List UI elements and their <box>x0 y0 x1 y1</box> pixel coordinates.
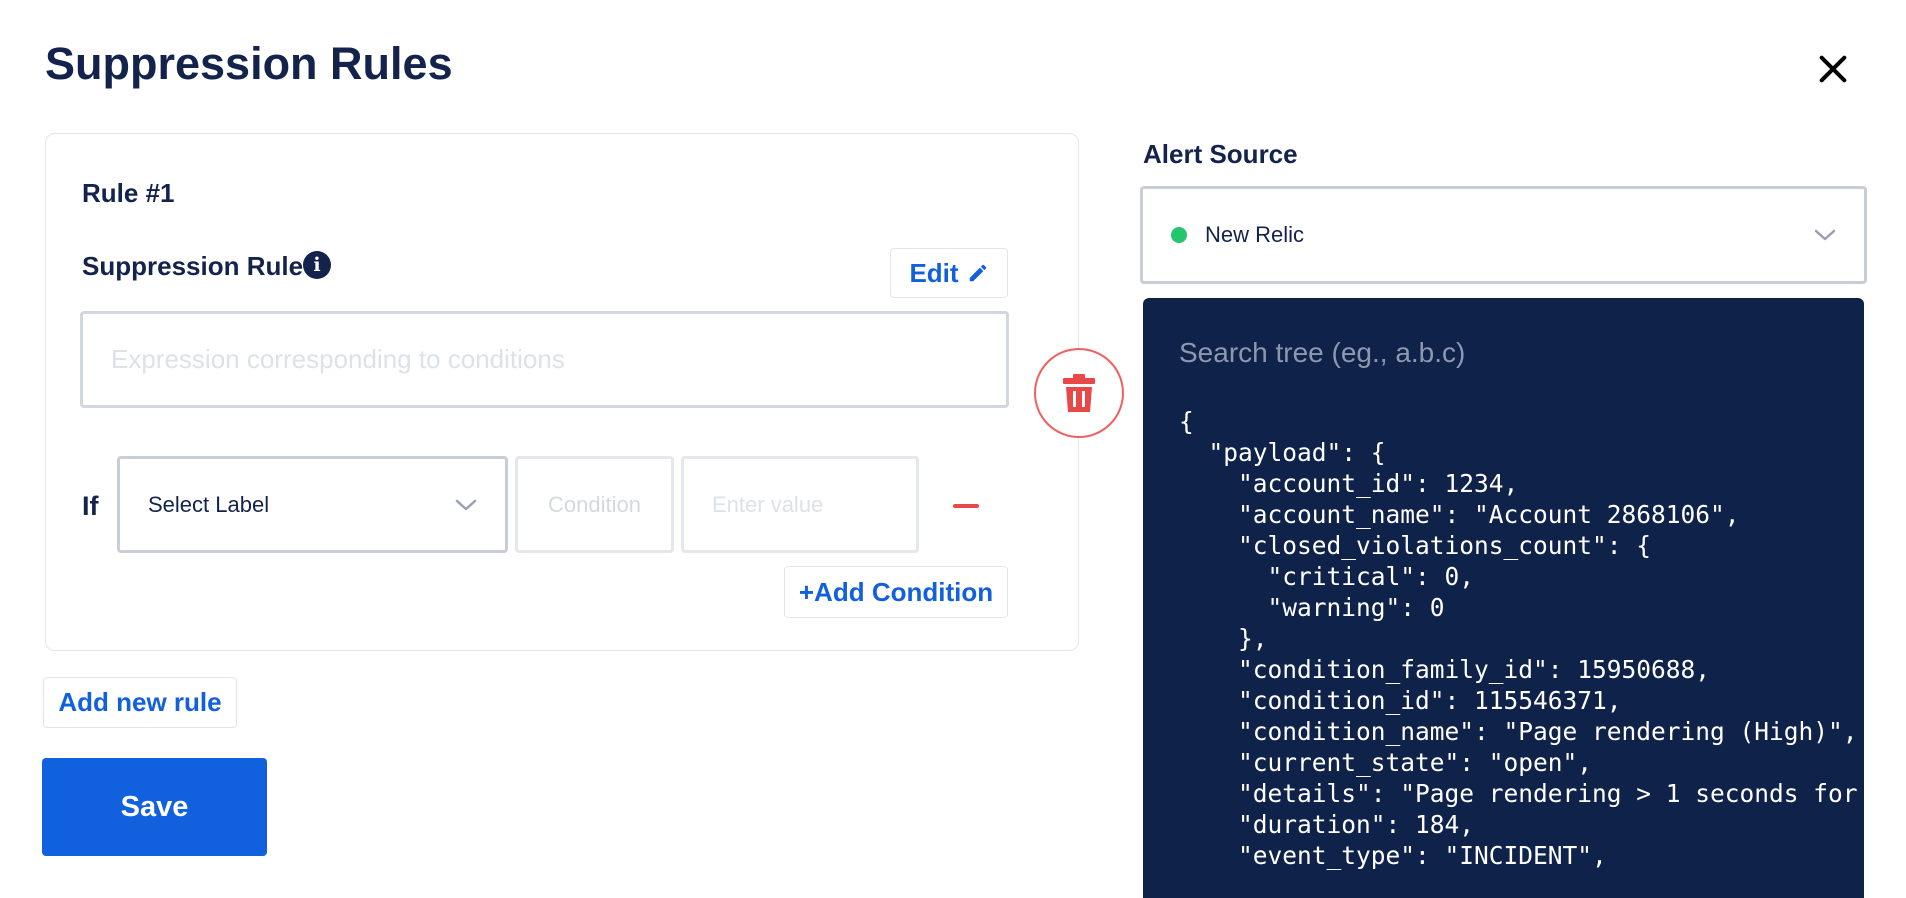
alert-source-label: Alert Source <box>1143 139 1298 169</box>
label-select[interactable]: Select Label <box>117 456 508 553</box>
rule-title: Rule #1 <box>82 178 175 208</box>
info-icon[interactable]: i <box>303 251 331 279</box>
edit-button[interactable]: Edit <box>890 248 1008 298</box>
save-button[interactable]: Save <box>42 758 267 856</box>
add-new-rule-button[interactable]: Add new rule <box>43 677 237 728</box>
alert-source-value: New Relic <box>1205 222 1305 247</box>
pencil-icon <box>969 264 986 282</box>
expression-input[interactable] <box>80 311 1009 408</box>
close-icon[interactable] <box>1818 54 1848 84</box>
trash-icon <box>1063 374 1095 412</box>
status-dot-icon <box>1171 227 1187 243</box>
add-condition-button[interactable]: +Add Condition <box>784 566 1008 618</box>
chevron-down-icon <box>455 499 477 510</box>
remove-condition-icon[interactable] <box>951 491 981 521</box>
suppression-rule-label: Suppression Rule <box>82 251 304 281</box>
condition-input[interactable] <box>515 456 674 553</box>
payload-json: { "payload": { "account_id": 1234, "acco… <box>1179 407 1858 870</box>
delete-rule-button[interactable] <box>1034 348 1124 438</box>
edit-button-label: Edit <box>909 257 959 288</box>
chevron-down-icon <box>1814 229 1836 241</box>
value-input[interactable] <box>681 456 919 553</box>
payload-tree-panel: { "payload": { "account_id": 1234, "acco… <box>1143 298 1864 898</box>
label-select-value: Select Label <box>148 491 270 517</box>
search-tree-input[interactable] <box>1179 328 1819 378</box>
if-label: If <box>82 491 99 521</box>
page-title: Suppression Rules <box>45 38 453 89</box>
alert-source-selected: New Relic <box>1171 222 1304 248</box>
alert-source-select[interactable]: New Relic <box>1140 186 1867 284</box>
